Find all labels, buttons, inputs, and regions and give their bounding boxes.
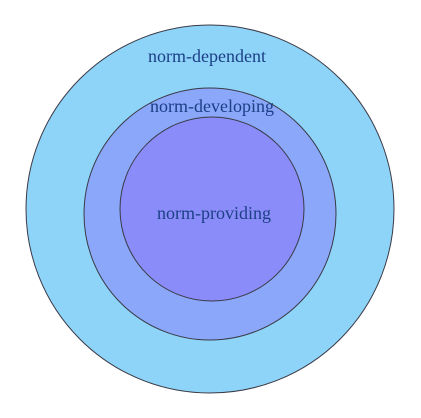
label-norm-developing: norm-developing <box>150 96 274 116</box>
label-norm-providing: norm-providing <box>157 203 271 223</box>
label-norm-dependent: norm-dependent <box>148 46 266 66</box>
inner-circle-norm-providing <box>119 116 305 302</box>
